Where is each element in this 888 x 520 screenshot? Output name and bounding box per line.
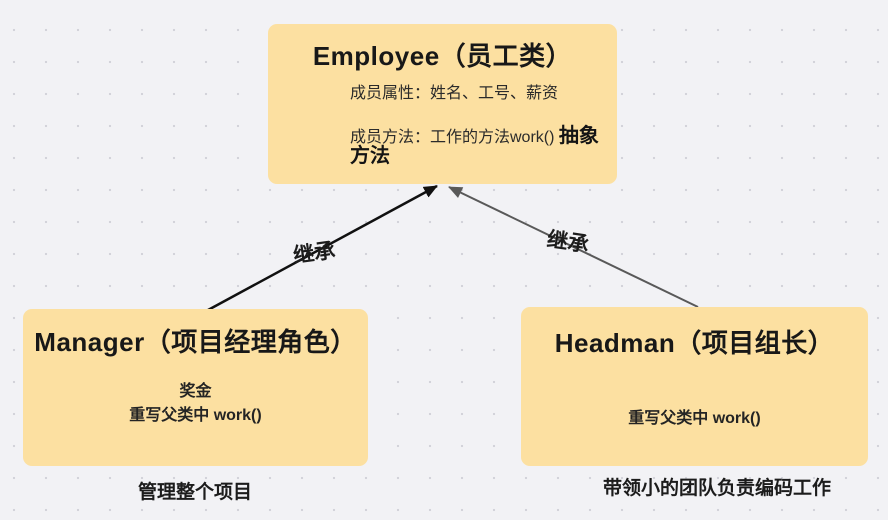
class-body-headman: 重写父类中 work() (521, 407, 868, 431)
caption-headman[interactable]: 带领小的团队负责编码工作 (603, 478, 832, 499)
employee-abstract-method-emphasis: 抽象方法 (350, 125, 599, 167)
employee-attributes-line: 成员属性：姓名、工号、薪资 (350, 85, 559, 102)
class-title-employee: Employee（员工类） (312, 41, 573, 71)
inheritance-arrow-headman[interactable] (448, 186, 699, 308)
class-box-employee[interactable]: Employee（员工类） 成员属性：姓名、工号、薪资 成员方法：工作的方法wo… (268, 24, 617, 184)
class-box-manager[interactable]: Manager（项目经理角色） 奖金 重写父类中 work() (23, 309, 368, 466)
class-title-headman: Headman（项目组长） (554, 328, 835, 358)
employee-methods-text: 成员方法：工作的方法work() (350, 129, 555, 146)
caption-manager[interactable]: 管理整个项目 (138, 482, 253, 503)
class-body-employee: 成员属性：姓名、工号、薪资 成员方法：工作的方法work() 抽象方法 (268, 85, 617, 167)
manager-body-line2: 重写父类中 work() (129, 407, 262, 424)
employee-methods-line: 成员方法：工作的方法work() 抽象方法 (350, 126, 617, 166)
class-body-manager: 奖金 重写父类中 work() (23, 380, 368, 428)
class-title-manager: Manager（项目经理角色） (34, 327, 357, 357)
headman-body-line1: 重写父类中 work() (628, 410, 761, 427)
inheritance-arrow-manager[interactable] (196, 184, 438, 318)
edge-label-inherit-headman[interactable]: 继承 (545, 228, 591, 257)
manager-body-line1: 奖金 (179, 383, 212, 400)
class-box-headman[interactable]: Headman（项目组长） 重写父类中 work() (521, 307, 868, 466)
edge-label-inherit-manager[interactable]: 继承 (291, 239, 337, 268)
